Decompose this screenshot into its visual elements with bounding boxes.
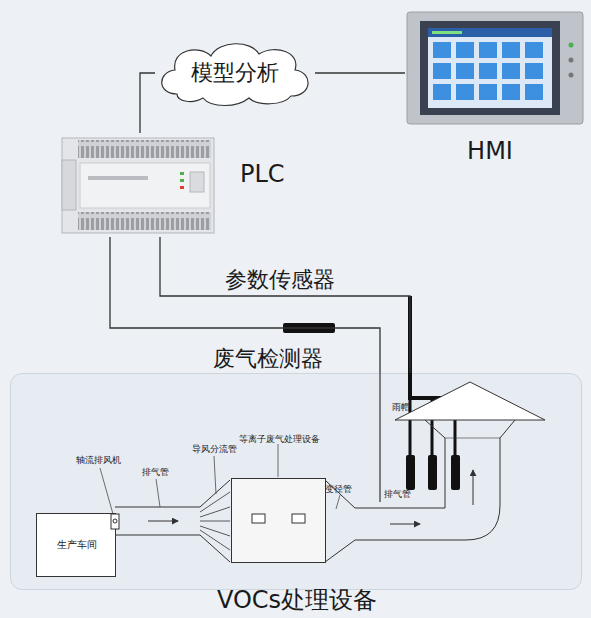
stack-rim [445, 438, 500, 439]
fan-hub [113, 519, 117, 523]
leader-line [336, 495, 340, 509]
leader-line [156, 479, 160, 507]
hmi-button [433, 63, 451, 79]
plc-port [190, 172, 204, 192]
hmi-button [456, 84, 474, 100]
sensor-cable [431, 398, 434, 456]
sensor-probe [428, 455, 437, 490]
part-label: 排气管 [384, 490, 411, 500]
hmi-button [525, 84, 543, 100]
hmi-button [433, 84, 451, 100]
detector-probe-line [379, 373, 380, 502]
node-text: 模型分析 [155, 61, 315, 85]
hmi-bezel [420, 21, 560, 115]
node-text: HMI [405, 138, 575, 164]
hmi-button [456, 63, 474, 79]
hmi-button [502, 84, 520, 100]
equipment-band: VOCs处理设备生产车间等离子废气处理设备 [10, 373, 582, 590]
hmi-button [479, 63, 497, 79]
cloud-node: 模型分析 [155, 38, 315, 108]
hmi-unit: HMI [405, 10, 585, 170]
connector-line [140, 73, 155, 133]
part-label: 排气管 [142, 468, 169, 478]
diffuser-vanes [200, 492, 230, 550]
node-text: 等离子废气处理设备 [212, 435, 347, 445]
sensor-cable [454, 398, 457, 456]
part-label: 雨帽 [392, 403, 410, 413]
plc-device [62, 138, 214, 233]
flow-arrow [148, 521, 178, 522]
flow-arrow [473, 470, 474, 505]
diffuser [200, 480, 230, 562]
part-label: 导风分流管 [192, 445, 237, 455]
plc-led [180, 186, 184, 189]
plc-terminals [78, 212, 211, 230]
plc-body [62, 138, 214, 233]
plc-terminal-strip [78, 212, 211, 230]
hmi-header [428, 28, 552, 37]
plc-nameplate [88, 176, 148, 180]
plc-terminals [78, 140, 211, 158]
hmi-button [525, 63, 543, 79]
reducer [325, 480, 355, 562]
node-text: PLC [240, 161, 285, 187]
connector-label: 参数传感器 [225, 268, 335, 292]
sensor-probe [451, 455, 460, 490]
plasma-unit-box: 等离子废气处理设备 [231, 478, 326, 563]
sensor-cable [408, 396, 457, 400]
pipe-wall [355, 438, 445, 508]
plc-panel [80, 163, 210, 208]
hmi-button [479, 42, 497, 58]
plc-unit: PLC [58, 133, 298, 237]
pipe-wall [355, 438, 500, 540]
pipe-wall [115, 507, 200, 508]
plc-led [180, 172, 184, 175]
sensor-cable [408, 296, 412, 398]
plc-led [180, 179, 184, 182]
part-label: 轴流排风机 [76, 456, 121, 466]
plc-terminal-strip [78, 140, 211, 158]
axial-fan [111, 514, 119, 529]
process-equipment [111, 382, 545, 562]
pipe-wall [115, 535, 200, 536]
sensor-probe [406, 455, 415, 490]
connector-line [110, 237, 380, 373]
hmi-device [407, 12, 583, 124]
flow-arrow [390, 524, 420, 525]
hmi-button [502, 42, 520, 58]
leader-lines [100, 444, 340, 514]
plc-cover [62, 160, 76, 210]
sensor-cable [409, 398, 412, 456]
connector-line [315, 72, 405, 73]
inspection-window [252, 514, 265, 523]
leader-line [278, 444, 279, 477]
leader-line [100, 468, 113, 514]
inspection-window [292, 514, 305, 523]
leader-line [214, 456, 216, 494]
hmi-status [432, 31, 462, 34]
hmi-led [569, 43, 574, 48]
hmi-button [479, 84, 497, 100]
rain-cap [395, 382, 545, 420]
hmi-button [525, 42, 543, 58]
hmi-frame [407, 12, 583, 124]
hmi-screen [428, 28, 552, 108]
hmi-button [433, 42, 451, 58]
hmi-button [502, 63, 520, 79]
sensor-wiring [283, 296, 460, 502]
node-text: VOCs处理设备 [11, 587, 583, 613]
workshop-box: 生产车间 [36, 513, 116, 577]
gas-detector [283, 323, 335, 333]
hmi-led [569, 73, 574, 78]
hmi-button [456, 42, 474, 58]
hmi-led [569, 58, 574, 63]
connector-line [160, 237, 410, 373]
part-label: 变径管 [325, 485, 352, 495]
node-text: 生产车间 [37, 539, 117, 550]
rain-cap-skirt [425, 420, 515, 438]
hmi-buttons [433, 42, 543, 100]
connector-label: 废气检测器 [213, 347, 323, 371]
